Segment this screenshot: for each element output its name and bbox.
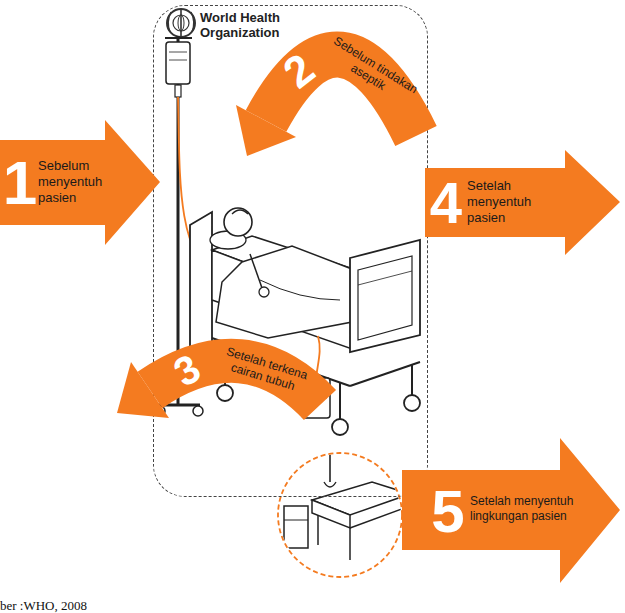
bed-wheel [217,385,233,401]
moment-number: 1 [2,152,38,214]
moment-text: Sebelum menyentuh pasien [38,158,108,206]
patient-hand [259,287,269,297]
who-emblem-staff [180,9,182,37]
moment-number: 4 [427,174,465,232]
empty-bed-leg [349,528,351,560]
bed-leg [411,364,413,396]
empty-bed-leg [317,515,319,545]
blanket [216,246,370,338]
moment-text: Setelah menyentuh pasien [467,178,562,226]
moment-arrow: 1Sebelum menyentuh pasien [0,120,160,245]
headboard [190,212,212,362]
arrow-head [117,362,169,418]
moment-arrow: 2Sebelum tindakan aseptik [231,21,421,161]
arrow-shape [105,330,335,440]
trapeze-handle [324,482,336,487]
footboard-line [358,271,412,285]
surroundings-circle [278,453,402,577]
bedside-table [284,506,308,548]
bed-wheel [332,419,348,435]
trapeze-bar [329,452,331,482]
moment-arrow: 3Setelah terkena cairan tubuh [105,330,335,440]
moment-text: Setelah menyentuh lingkungan pasien [470,494,588,524]
patient-hair [232,210,248,214]
footboard-panel [358,256,412,340]
arrow-body [425,150,620,255]
who-emblem-ring [167,9,195,37]
arrow-body [402,438,620,583]
who-emblem-meridian [178,15,184,31]
iv-bag-mark [169,52,187,53]
bed-frame [350,362,420,386]
moment-arrow: 4Setelah menyentuh pasien [425,150,620,255]
footboard [350,240,420,352]
blanket-fold [260,280,340,300]
bed-wheel [404,395,420,411]
iv-bag-mark [169,60,187,61]
arrow-head [236,105,296,156]
moment-number: 5 [428,482,468,542]
moment-arrow: 5Setelah menyentuh lingkungan pasien [400,438,620,583]
drip-chamber [175,85,181,97]
source-note: ber :WHO, 2008 [0,598,87,613]
table-drawer [284,520,308,521]
patient-arm [250,254,262,288]
patient-zone: World Health Organization2Sebelum tindak… [153,5,428,497]
iv-bag [166,42,190,84]
surroundings-group [284,452,410,560]
who-emblem-laurel [168,12,194,32]
arrow-body [0,120,160,245]
organization-name: World Health Organization [200,10,320,40]
patient-head [224,208,252,236]
iv-wheel [193,406,203,416]
bed-leg [339,382,341,420]
